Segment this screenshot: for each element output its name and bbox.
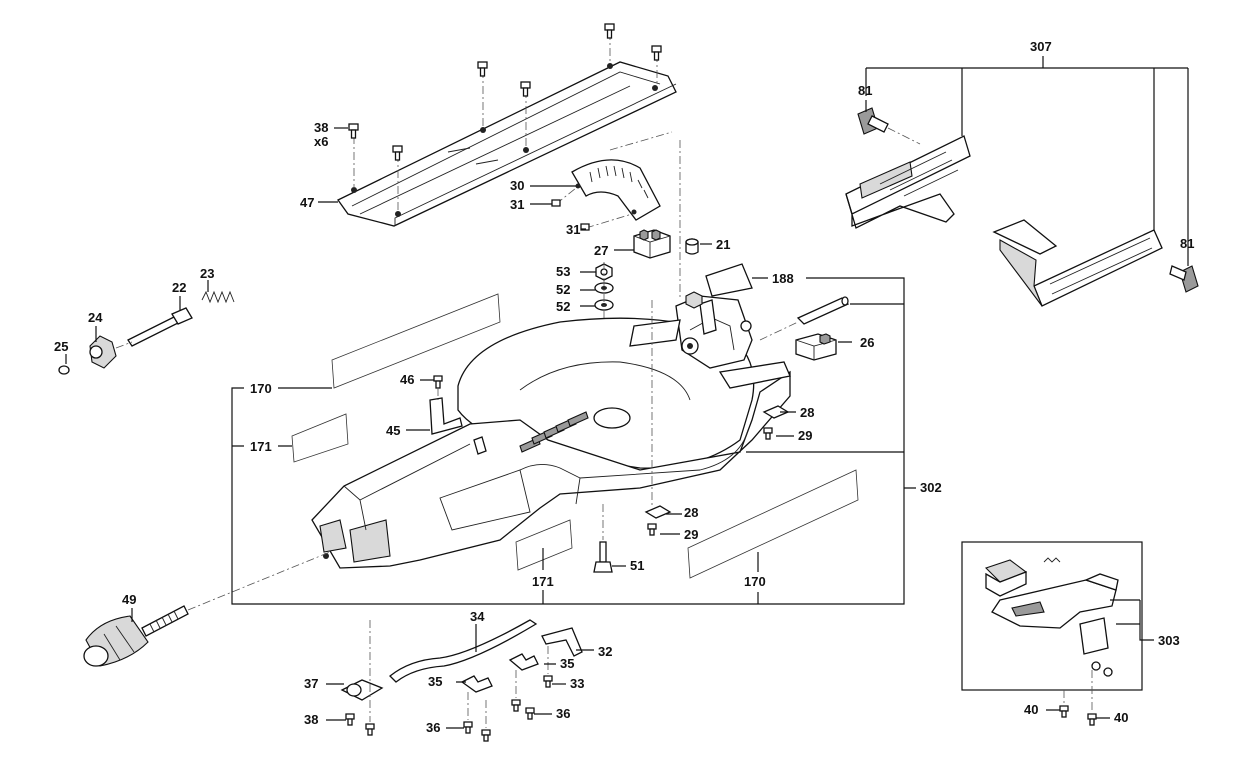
saw-base bbox=[311, 295, 791, 569]
callout-25: 25 bbox=[54, 339, 68, 354]
callout-171-bottom: 171 bbox=[532, 574, 554, 589]
callout-24: 24 bbox=[88, 310, 103, 325]
decal-171-left bbox=[291, 413, 349, 463]
fence-screws bbox=[348, 23, 662, 212]
decal-170-left bbox=[331, 293, 501, 389]
callout-171-left: 171 bbox=[250, 439, 272, 454]
fence-assembly-307 bbox=[845, 135, 1163, 307]
clip-32 bbox=[541, 627, 583, 657]
block-27 bbox=[633, 229, 671, 259]
cap-21 bbox=[685, 238, 699, 255]
callout-38-top: 38 bbox=[314, 120, 328, 135]
callout-28-upper: 28 bbox=[800, 405, 814, 420]
bracket-45 bbox=[429, 397, 463, 435]
screw-46 bbox=[433, 375, 443, 389]
block-26 bbox=[795, 333, 837, 361]
callout-32: 32 bbox=[598, 644, 612, 659]
callout-29-lower: 29 bbox=[684, 527, 698, 542]
callout-51: 51 bbox=[630, 558, 644, 573]
miter-scale bbox=[555, 131, 673, 229]
spring-23 bbox=[201, 290, 235, 304]
callout-302: 302 bbox=[920, 480, 942, 495]
callout-46: 46 bbox=[400, 372, 414, 387]
callout-31-upper: 31 bbox=[510, 197, 524, 212]
callout-81-lower: 81 bbox=[1180, 236, 1194, 251]
callout-x6: x6 bbox=[314, 134, 328, 149]
callout-81-upper: 81 bbox=[858, 83, 872, 98]
callout-170-bottom: 170 bbox=[744, 574, 766, 589]
callout-26: 26 bbox=[860, 335, 874, 350]
callout-30: 30 bbox=[510, 178, 524, 193]
bracket-37 bbox=[340, 679, 384, 701]
clip-35-right bbox=[508, 653, 539, 671]
callout-21: 21 bbox=[716, 237, 730, 252]
callout-36-left: 36 bbox=[426, 720, 440, 735]
callout-188: 188 bbox=[772, 271, 794, 286]
callout-40-left: 40 bbox=[1024, 702, 1038, 717]
callout-36-right: 36 bbox=[556, 706, 570, 721]
callout-35-left: 35 bbox=[428, 674, 442, 689]
pin-rod bbox=[759, 296, 850, 341]
clip-35-left bbox=[460, 675, 493, 693]
knob-81-lower bbox=[1169, 265, 1199, 293]
callout-49: 49 bbox=[122, 592, 136, 607]
inset-box-303 bbox=[961, 541, 1143, 691]
decal-170-right bbox=[687, 469, 859, 579]
bolt-51 bbox=[593, 504, 613, 573]
callout-33: 33 bbox=[570, 676, 584, 691]
knob-24 bbox=[89, 335, 133, 369]
callout-35-right: 35 bbox=[560, 656, 574, 671]
small-bracket bbox=[473, 436, 487, 455]
fence-plate bbox=[337, 61, 677, 227]
screw-29-lower bbox=[647, 523, 657, 536]
callout-37: 37 bbox=[304, 676, 318, 691]
callout-47: 47 bbox=[300, 195, 314, 210]
screw-29-upper bbox=[763, 427, 773, 440]
threaded-rod-22 bbox=[127, 307, 193, 347]
screws-40 bbox=[1059, 670, 1097, 726]
callout-52-lower: 52 bbox=[556, 299, 570, 314]
callout-34: 34 bbox=[470, 609, 485, 624]
callout-52-upper: 52 bbox=[556, 282, 570, 297]
callout-22: 22 bbox=[172, 280, 186, 295]
callout-53: 53 bbox=[556, 264, 570, 279]
callout-labels: 307 81 81 38 x6 47 30 31 31 27 21 53 52 … bbox=[54, 39, 1194, 735]
callout-45: 45 bbox=[386, 423, 400, 438]
callout-28-lower: 28 bbox=[684, 505, 698, 520]
rod-34 bbox=[389, 619, 538, 683]
wedge-188 bbox=[705, 263, 753, 297]
callout-303: 303 bbox=[1158, 633, 1180, 648]
decal-171-right bbox=[515, 519, 573, 571]
callout-38-bottom: 38 bbox=[304, 712, 318, 727]
leader-lines bbox=[65, 56, 1189, 729]
callout-27: 27 bbox=[594, 243, 608, 258]
callout-23: 23 bbox=[200, 266, 214, 281]
callout-40-right: 40 bbox=[1114, 710, 1128, 725]
callout-307: 307 bbox=[1030, 39, 1052, 54]
clip-part bbox=[685, 291, 703, 309]
callout-31-lower: 31 bbox=[566, 222, 580, 237]
clip-28-lower bbox=[644, 505, 672, 519]
knob-81-upper bbox=[857, 107, 921, 145]
washer-25 bbox=[58, 365, 70, 375]
small-screws bbox=[345, 620, 553, 742]
callout-29-upper: 29 bbox=[798, 428, 812, 443]
callout-170-left: 170 bbox=[250, 381, 272, 396]
knob-49 bbox=[83, 551, 331, 667]
